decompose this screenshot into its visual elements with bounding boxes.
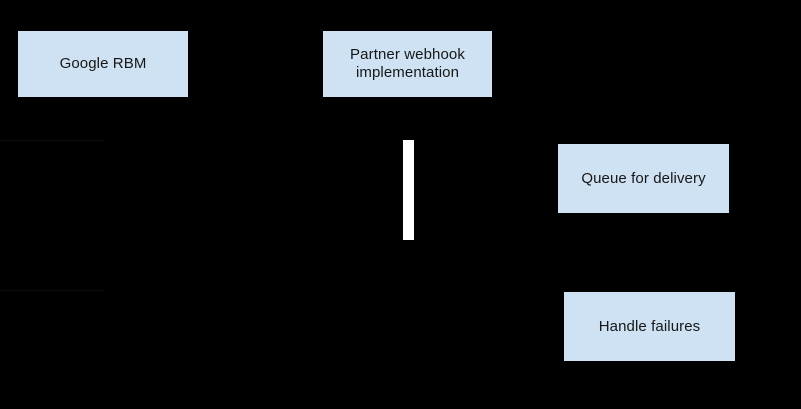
node-queue-for-delivery-label: Queue for delivery — [581, 169, 706, 187]
node-partner-webhook-implementation[interactable]: Partner webhook implementation — [323, 31, 492, 97]
node-google-rbm-label: Google RBM — [59, 55, 147, 72]
node-handle-failures-label: Handle failures — [598, 317, 701, 335]
node-handle-failures[interactable]: Handle failures — [564, 292, 735, 361]
connector-line-upper — [0, 140, 104, 141]
node-queue-for-delivery[interactable]: Queue for delivery — [558, 144, 729, 213]
connector-line-lower — [0, 290, 104, 291]
node-google-rbm[interactable]: Google RBM — [18, 31, 188, 97]
node-partner-webhook-implementation-label: Partner webhook implementation — [350, 46, 465, 81]
connector-vertical-bar[interactable] — [403, 140, 414, 240]
